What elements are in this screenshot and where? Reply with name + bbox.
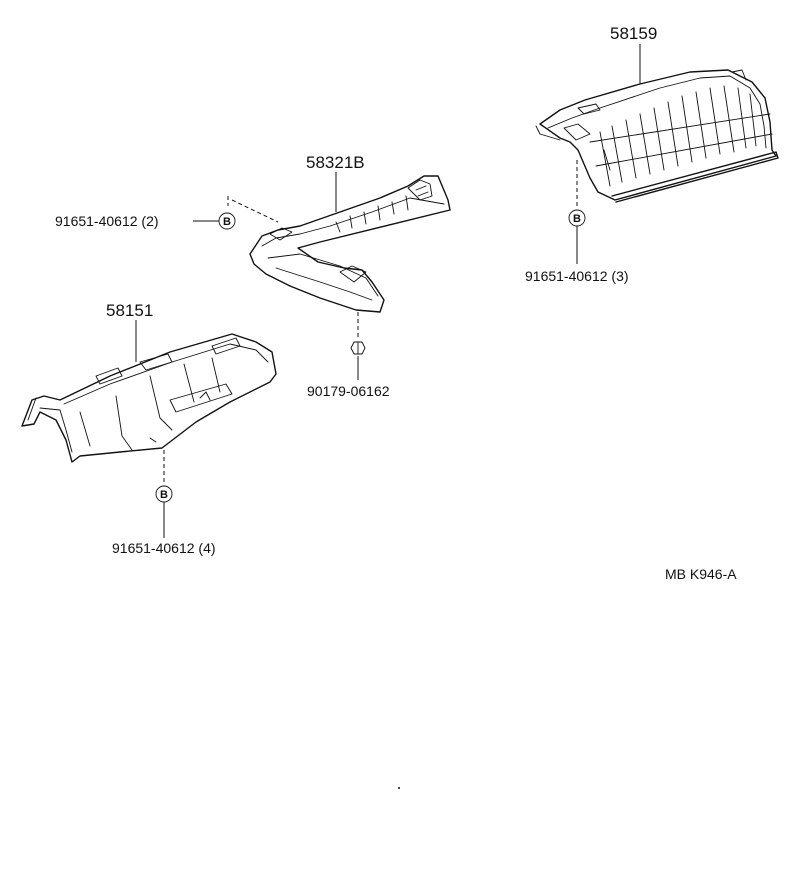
bolt-marker-center-label: B bbox=[223, 216, 231, 228]
nut-label: 90179-06162 bbox=[307, 383, 390, 399]
drawing-reference-code: MB K946-A bbox=[665, 566, 737, 582]
bolt-label-b: 91651-40612 (3) bbox=[525, 268, 629, 284]
bolt-marker-left-label: B bbox=[160, 489, 168, 501]
bolt-marker-right-label: B bbox=[573, 213, 581, 225]
bolt-marker-right: B bbox=[568, 209, 586, 227]
part-label-58151: 58151 bbox=[106, 301, 153, 320]
heat-insulator-58159-drawing bbox=[535, 69, 779, 203]
stray-dot bbox=[398, 787, 400, 789]
heat-insulator-58151-drawing bbox=[21, 333, 277, 463]
bolt-label-c: 91651-40612 (4) bbox=[112, 540, 216, 556]
part-label-58159: 58159 bbox=[610, 24, 657, 43]
bolt-marker-left: B bbox=[155, 485, 173, 503]
bolt-marker-center: B bbox=[218, 212, 236, 230]
bolt-label-a: 91651-40612 (2) bbox=[55, 213, 159, 229]
flange-nut-drawing bbox=[350, 341, 366, 355]
part-label-58321B: 58321B bbox=[306, 153, 365, 172]
bolt-path-dash-center-b bbox=[231, 199, 279, 223]
heat-insulator-58321B-drawing bbox=[249, 175, 451, 313]
